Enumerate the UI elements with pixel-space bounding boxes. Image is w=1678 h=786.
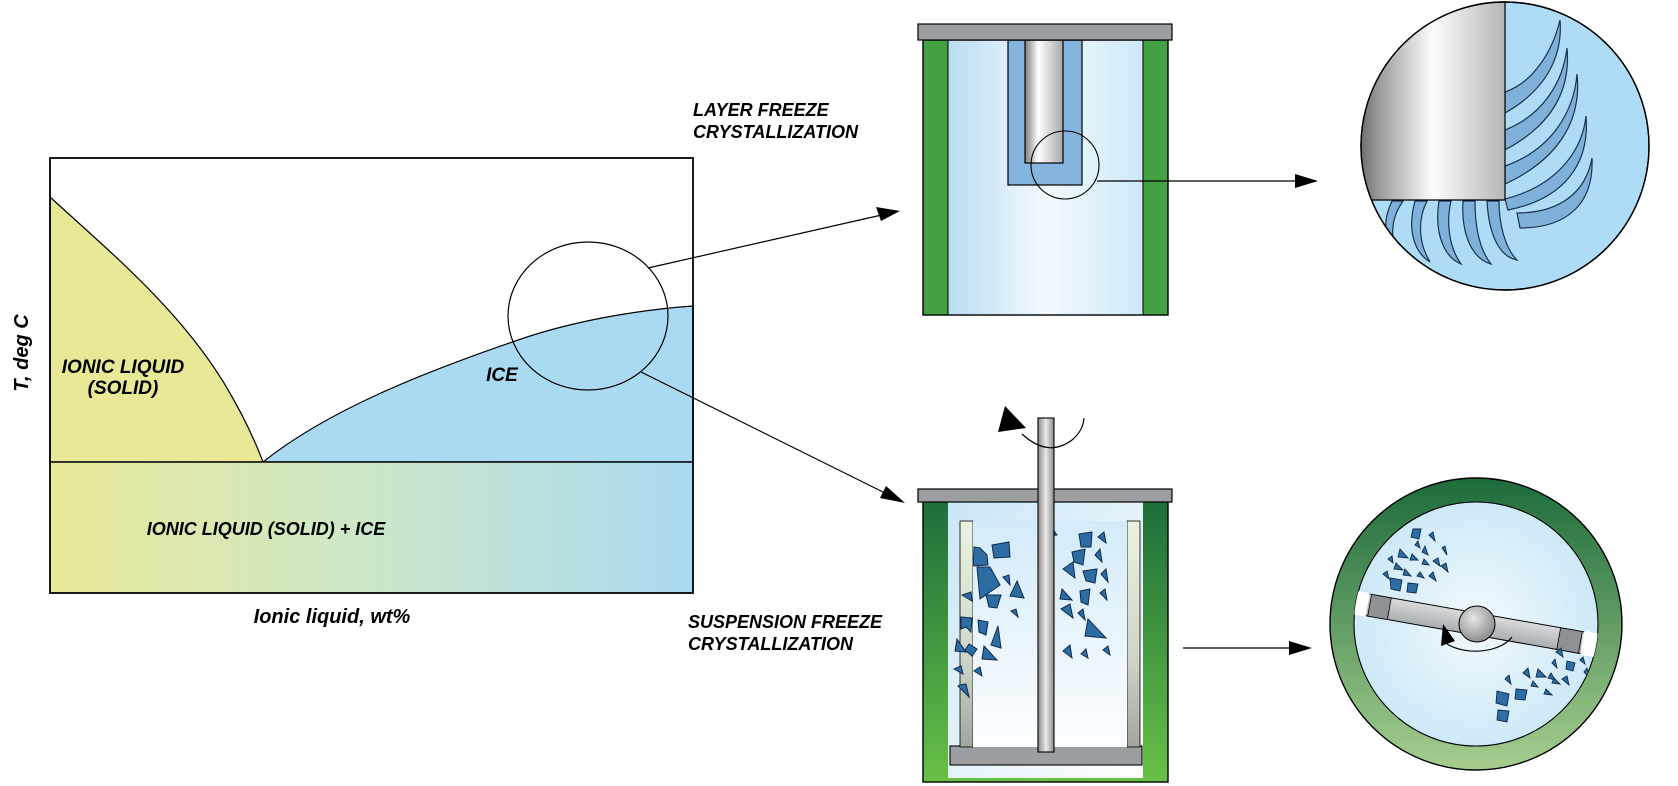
y-axis-label: T, deg C <box>11 314 33 392</box>
crystal-cluster-lower <box>1495 647 1590 723</box>
probe-zoom-circle <box>1030 130 1100 200</box>
region-mixed <box>50 462 693 593</box>
crystal-cluster-upper <box>1382 528 1449 594</box>
arrow-to-layer-detail-icon <box>1097 174 1318 188</box>
layer-freeze-vessel <box>917 23 1318 316</box>
inner-vessel-wall-left <box>959 520 974 748</box>
region-label-ionic-liquid-solid-line2: (SOLID) <box>88 378 159 399</box>
region-label-mixed: IONIC LIQUID (SOLID) + ICE <box>147 519 387 539</box>
suspension-freeze-detail <box>1329 477 1623 771</box>
suspension-freeze-title-line2: CRYSTALLIZATION <box>688 634 854 654</box>
inner-vessel-wall-right <box>1126 520 1141 748</box>
cold-finger-probe <box>1024 39 1064 164</box>
arrow-to-suspension-detail-icon <box>1183 641 1312 655</box>
magnifier-circle <box>507 241 669 391</box>
region-label-ionic-liquid-solid-line1: IONIC LIQUID <box>62 357 185 378</box>
stirrer-shaft <box>1037 417 1055 753</box>
suspension-freeze-title-line1: SUSPENSION FREEZE <box>688 612 883 632</box>
connector-arrows <box>640 207 905 503</box>
phase-diagram: IONIC LIQUID (SOLID) ICE IONIC LIQUID (S… <box>11 157 694 628</box>
rotation-arrow-top-view-icon <box>1441 624 1513 652</box>
probe-cross-section <box>1361 2 1506 201</box>
plot-border <box>49 157 694 594</box>
region-label-ice: ICE <box>486 365 519 386</box>
vessel-lid <box>917 23 1173 41</box>
rotation-arrow-icon <box>998 406 1085 449</box>
region-ionic-liquid-solid <box>49 195 264 463</box>
layer-freeze-detail <box>1360 1 1650 291</box>
ice-crystals-right <box>1059 531 1111 660</box>
detail-circle-outline <box>1360 1 1650 291</box>
vessel-wall-left <box>922 39 949 316</box>
x-axis-label: Ionic liquid, wt% <box>254 606 411 628</box>
arrow-to-layer-vessel-icon <box>647 207 900 269</box>
stirrer-hub <box>1458 605 1496 643</box>
arrow-to-suspension-vessel-icon <box>640 371 905 503</box>
suspension-freeze-vessel <box>917 406 1312 783</box>
region-ice <box>261 305 694 463</box>
vessel-wall-right <box>1142 39 1169 316</box>
ice-scales <box>1385 19 1593 266</box>
layer-freeze-title-line2: CRYSTALLIZATION <box>693 122 859 142</box>
layer-freeze-title-line1: LAYER FREEZE <box>693 100 830 120</box>
